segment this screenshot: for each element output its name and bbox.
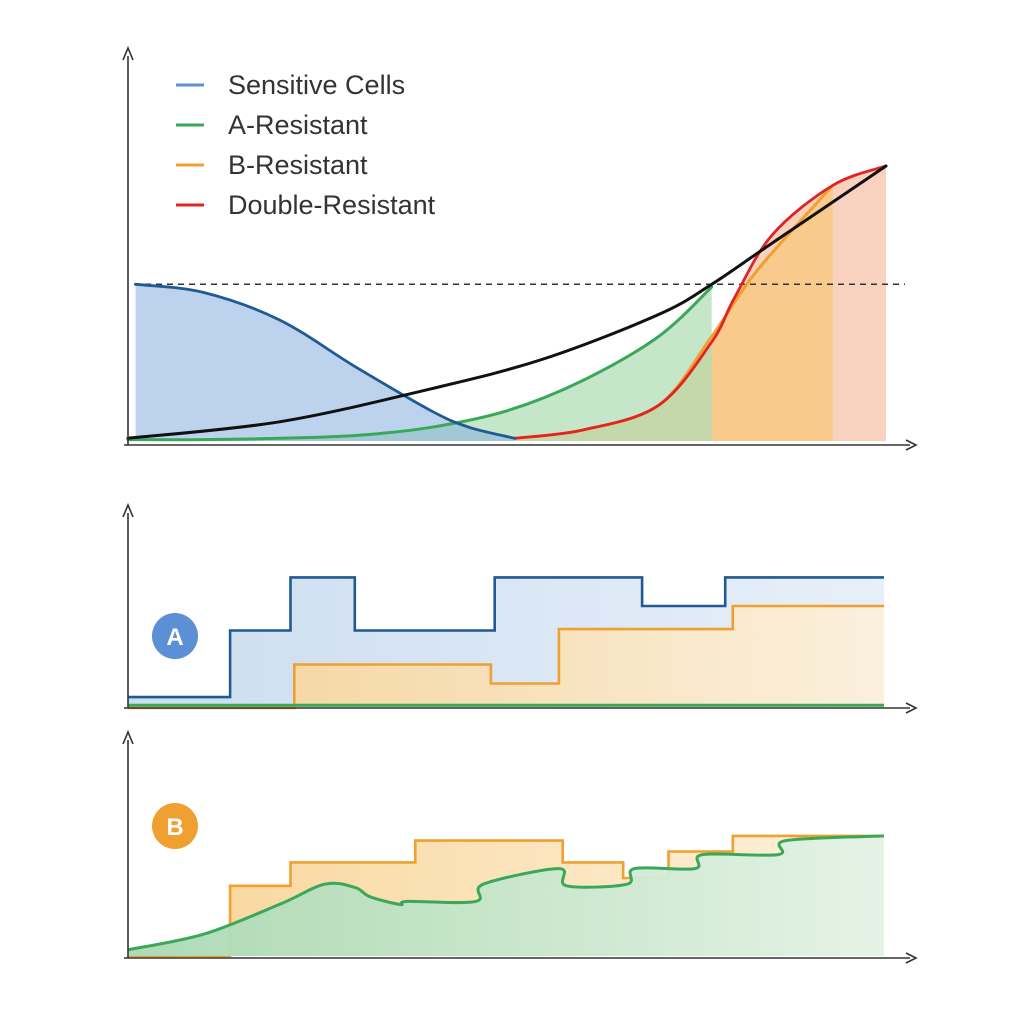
treatment-b-series — [127, 834, 885, 958]
legend-label-a-resistant: A-Resistant — [228, 110, 368, 140]
b-resistant-step-line — [128, 604, 884, 710]
b-resistant-area — [514, 185, 833, 441]
sensitive-area — [135, 284, 515, 441]
legend: Sensitive Cells A-Resistant B-Resistant … — [176, 70, 436, 220]
population-dynamics-panel: Sensitive Cells A-Resistant B-Resistant … — [122, 45, 918, 451]
marker-b-label: B — [166, 814, 183, 841]
panel3-axes — [122, 729, 918, 964]
x-axis-arrow — [905, 439, 918, 451]
marker-a-circle — [152, 613, 198, 659]
treatment-a-series — [128, 576, 884, 710]
sensitive-line — [134, 282, 516, 440]
marker-a-badge: A — [152, 613, 198, 659]
legend-item-double-resistant: Double-Resistant — [176, 190, 436, 220]
x-axis-arrow — [905, 952, 918, 964]
population-areas — [128, 166, 886, 441]
a-resistant-area — [128, 287, 712, 441]
legend-label-sensitive: Sensitive Cells — [228, 70, 405, 100]
legend-item-sensitive: Sensitive Cells — [176, 70, 405, 100]
sensitive-step-line — [128, 576, 884, 699]
marker-b-badge: B — [152, 803, 198, 849]
legend-label-double-resistant: Double-Resistant — [228, 190, 436, 220]
marker-b-circle — [152, 803, 198, 849]
legend-item-a-resistant: A-Resistant — [176, 110, 368, 140]
legend-item-b-resistant: B-Resistant — [176, 150, 368, 180]
b-resistant-step-line — [128, 834, 884, 958]
treatment-b-panel: B — [122, 729, 918, 964]
x-axis-arrow — [905, 702, 918, 714]
panel1-axes — [122, 45, 918, 451]
panel2-axes — [122, 502, 918, 714]
population-lines — [126, 164, 888, 442]
a-resistant-line — [127, 834, 885, 952]
y-axis-arrow — [122, 45, 134, 61]
a-resistant-area — [128, 835, 884, 956]
treatment-a-panel: A — [122, 502, 918, 714]
legend-label-b-resistant: B-Resistant — [228, 150, 368, 180]
marker-a-label: A — [166, 624, 183, 651]
y-axis-arrow — [122, 502, 134, 518]
double-resistant-line — [513, 164, 888, 440]
total-population-line — [126, 164, 888, 440]
b-resistant-step-area — [128, 606, 884, 708]
y-axis-arrow — [122, 729, 134, 745]
a-resistant-line — [126, 285, 714, 442]
